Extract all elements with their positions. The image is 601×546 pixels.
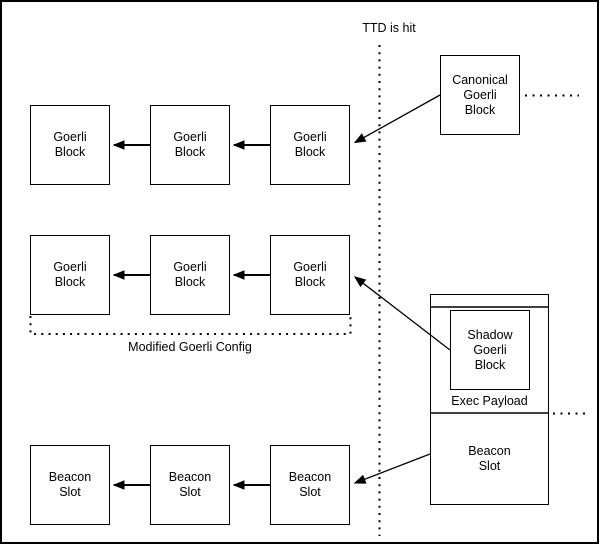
goerli-block-row2-3: Goerli Block (270, 235, 350, 315)
goerli-block-row1-3: Goerli Block (270, 105, 350, 185)
container-beacon-slot: Beacon Slot (468, 443, 511, 473)
goerli-block-row1-1: Goerli Block (30, 105, 110, 185)
beacon-slot-row-3: Beacon Slot (270, 445, 350, 525)
canonical-goerli-block: Canonical Goerli Block (440, 55, 520, 135)
goerli-block-row2-1: Goerli Block (30, 235, 110, 315)
goerli-block-row1-2: Goerli Block (150, 105, 230, 185)
modified-goerli-config-label: Modified Goerli Config (128, 340, 252, 354)
ttd-is-hit-label: TTD is hit (362, 21, 416, 35)
exec-payload-label: Exec Payload (451, 394, 528, 408)
shadow-goerli-block: Shadow Goerli Block (450, 310, 530, 390)
goerli-block-row2-2: Goerli Block (150, 235, 230, 315)
beacon-slot-row-2: Beacon Slot (150, 445, 230, 525)
beacon-slot-row-1: Beacon Slot (30, 445, 110, 525)
